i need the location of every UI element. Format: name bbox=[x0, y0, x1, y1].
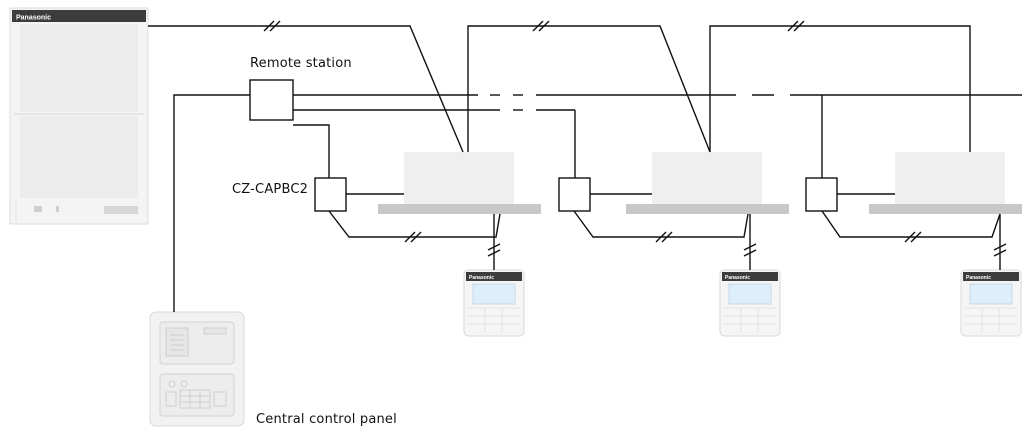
adapter-label: CZ-CAPBC2 bbox=[232, 182, 309, 197]
ceiling-panel-rail bbox=[378, 204, 541, 214]
remote-brand: Panasonic bbox=[469, 275, 494, 281]
outdoor-unit-icon: Panasonic bbox=[9, 7, 149, 225]
adapter-box-1 bbox=[314, 177, 347, 212]
wired-remote-icon: Panasonic bbox=[463, 269, 525, 337]
indoor-unit-1 bbox=[378, 152, 541, 214]
remote-station-box bbox=[249, 79, 294, 121]
wiring bbox=[148, 20, 1022, 312]
adapter-box-3 bbox=[805, 177, 838, 212]
remote-station-label: Remote station bbox=[250, 56, 352, 71]
wired-remote-icon: Panasonic bbox=[719, 269, 781, 337]
outdoor-unit-brand-bar bbox=[12, 10, 146, 22]
wired-remote-icon: Panasonic bbox=[960, 269, 1022, 337]
ceiling-panel-rail bbox=[626, 204, 789, 214]
adapter-box-2 bbox=[558, 177, 591, 212]
indoor-unit-2 bbox=[626, 152, 789, 214]
central-control-panel-icon bbox=[149, 311, 245, 427]
ceiling-cassette-icon bbox=[404, 152, 514, 204]
ceiling-cassette-icon bbox=[652, 152, 762, 204]
indoor-unit-3 bbox=[869, 152, 1022, 214]
ceiling-cassette-icon bbox=[895, 152, 1005, 204]
central-control-panel-label: Central control panel bbox=[256, 412, 397, 427]
outdoor-unit-brand: Panasonic bbox=[16, 15, 51, 22]
remote-brand: Panasonic bbox=[966, 275, 991, 281]
ceiling-panel-rail bbox=[869, 204, 1022, 214]
remote-brand: Panasonic bbox=[725, 275, 750, 281]
